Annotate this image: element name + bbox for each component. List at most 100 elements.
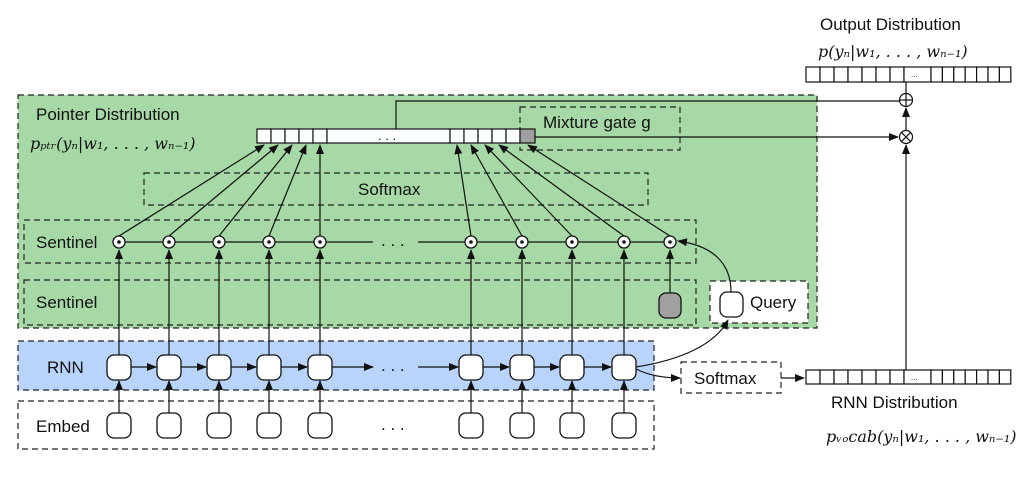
- pointer-to-sum-line: [395, 100, 899, 129]
- vocab-cell: [930, 369, 943, 385]
- pointer-distribution-title: Pointer Distribution: [36, 105, 180, 124]
- pointer-cell: [505, 128, 521, 144]
- attention-node-dot: [622, 240, 626, 244]
- vocab-cell: [998, 369, 1012, 385]
- vocab-cell: [819, 369, 835, 385]
- pointer-cell: [270, 128, 286, 144]
- embed-node: [559, 412, 585, 439]
- embed-ellipsis: . . .: [381, 415, 405, 434]
- vocab-cell: [875, 369, 891, 385]
- embed-node: [156, 412, 182, 439]
- pointer-cell: [312, 128, 328, 144]
- rnn-node: [611, 354, 637, 381]
- attention-node-dot: [520, 240, 524, 244]
- sentinel-row2-label: Sentinel: [36, 293, 97, 312]
- rnn-node: [509, 354, 535, 381]
- embed-node: [509, 412, 535, 439]
- vocab-cell: [861, 369, 877, 385]
- query-arrow: [677, 238, 732, 293]
- product-operator: [898, 129, 914, 145]
- attention-node-dot: [570, 240, 574, 244]
- pointer-arrow: [498, 144, 625, 237]
- pointer-cell: [449, 128, 465, 144]
- rnn-ellipsis: . . .: [381, 356, 405, 375]
- output-cell: [975, 66, 989, 83]
- pointer-cell: [477, 128, 493, 144]
- vocab-ellipsis: ...: [911, 373, 918, 382]
- output-cell: [833, 66, 849, 83]
- mixture-gate-label: Mixture gate g: [543, 113, 651, 132]
- rnn-to-query-arrow: [635, 319, 729, 368]
- pointer-cell: [491, 128, 507, 144]
- pointer-arrow: [527, 144, 671, 237]
- vocab-cell: [941, 369, 955, 385]
- output-cell: [953, 66, 966, 83]
- vocab-cell: [964, 369, 978, 385]
- rnn-node: [458, 354, 484, 381]
- attention-node-dot: [668, 240, 672, 244]
- output-cell: [861, 66, 877, 83]
- rnn-to-softmax-arrow: [635, 368, 681, 382]
- pointer-cell: [256, 128, 272, 144]
- pointer-ellipsis: . . .: [378, 128, 396, 143]
- sentinel-row2-box: [23, 279, 697, 326]
- attention-node-dot: [469, 240, 473, 244]
- sentinel-row1-label: Sentinel: [36, 233, 97, 252]
- pointer-arrow: [218, 144, 293, 237]
- vocab-cell: [833, 369, 849, 385]
- pointer-arrow: [168, 144, 279, 237]
- rnn-distribution-formula: pᵥₒcab(yₙ|w₁, . . . , wₙ₋₁): [826, 427, 1017, 446]
- embed-node: [611, 412, 637, 439]
- pointer-arrow: [484, 144, 573, 237]
- vocab-cell: [975, 369, 989, 385]
- query-label: Query: [750, 293, 797, 312]
- pointer-cell: [298, 128, 314, 144]
- vocab-cell: [953, 369, 966, 385]
- vocab-cell: [847, 369, 863, 385]
- attention-node-dot: [117, 240, 121, 244]
- sentinel-ellipsis: . . .: [381, 231, 405, 250]
- output-cell: [875, 66, 891, 83]
- pointer-arrow: [118, 144, 265, 237]
- embed-node: [206, 412, 232, 439]
- attention-node-dot: [318, 240, 322, 244]
- query-node: [719, 291, 744, 318]
- rnn-distribution-title: RNN Distribution: [831, 393, 958, 412]
- output-cell: [930, 66, 943, 83]
- sum-operator: [898, 92, 914, 108]
- output-cell: [805, 66, 821, 83]
- vocab-cell: [889, 369, 905, 385]
- embed-node: [256, 412, 282, 439]
- attention-node-dot: [167, 240, 171, 244]
- output-distribution-title: Output Distribution: [820, 15, 961, 34]
- output-cell: [964, 66, 978, 83]
- output-cell: [998, 66, 1012, 83]
- pointer-arrow: [268, 144, 307, 237]
- rnn-node: [206, 354, 232, 381]
- pointer-softmax-label: Softmax: [358, 180, 421, 199]
- embed-node: [458, 412, 484, 439]
- pointer-arrow: [470, 144, 523, 237]
- pointer-cell: [463, 128, 479, 144]
- rnn-node: [559, 354, 585, 381]
- sentinel-node: [658, 292, 682, 319]
- rnn-label: RNN: [47, 358, 84, 377]
- output-cell: [987, 66, 1000, 83]
- output-distribution-formula: p(yₙ|w₁, . . . , wₙ₋₁): [818, 42, 968, 61]
- rnn-node: [307, 354, 333, 381]
- attention-node-dot: [217, 240, 221, 244]
- vocab-softmax-box: [680, 361, 782, 394]
- embed-node: [106, 412, 132, 439]
- output-ellipsis: ...: [911, 70, 918, 79]
- rnn-node: [256, 354, 282, 381]
- output-cell: [941, 66, 955, 83]
- pointer-arrow: [454, 144, 472, 237]
- sentinel-row1-box: [23, 219, 697, 264]
- output-cell: [889, 66, 905, 83]
- pointer-cell: [284, 128, 300, 144]
- rnn-node: [106, 354, 132, 381]
- vocab-cell: [805, 369, 821, 385]
- rnn-node: [156, 354, 182, 381]
- attention-node-dot: [267, 240, 271, 244]
